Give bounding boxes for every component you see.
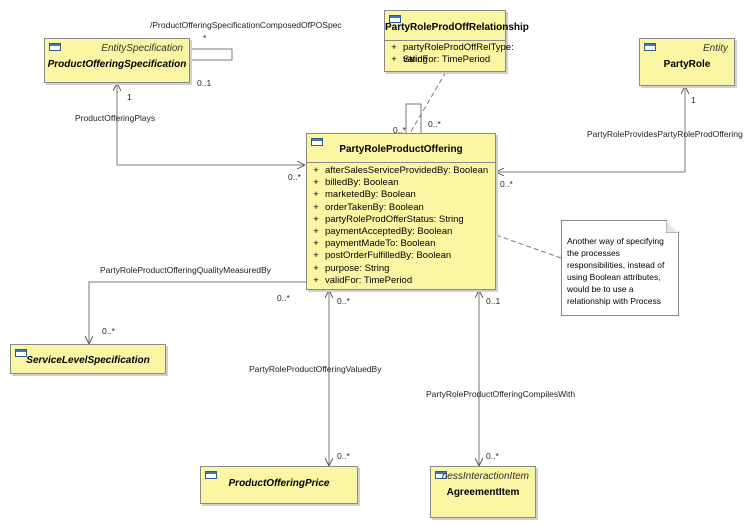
class-icon	[389, 15, 401, 23]
multiplicity: 0..*	[288, 172, 301, 182]
attribute-text: validFor: TimePeriod	[403, 54, 491, 66]
multiplicity: 0..*	[337, 296, 350, 306]
attribute: + postOrderFulfilledBy: Boolean	[307, 250, 495, 262]
multiplicity: 0..*	[337, 451, 350, 461]
attribute: + purpose: String	[307, 263, 495, 275]
attribute-text: orderTakenBy: Boolean	[325, 201, 424, 213]
multiplicity: 0..*	[486, 451, 499, 461]
class-party-role[interactable]: Entity PartyRole	[639, 38, 735, 86]
class-name: PartyRole	[663, 59, 711, 70]
attribute-text: paymentMadeTo: Boolean	[325, 238, 436, 250]
visibility-marker: +	[313, 177, 319, 189]
multiplicity: *	[203, 33, 207, 43]
visibility-marker: +	[313, 165, 319, 176]
visibility-marker: +	[313, 213, 319, 225]
quality-association-label: PartyRoleProductOfferingQualityMeasuredB…	[100, 265, 271, 275]
class-icon	[435, 471, 447, 479]
attribute-text: postOrderFulfilledBy: Boolean	[325, 250, 452, 262]
attribute-text: paymentAcceptedBy: Boolean	[325, 225, 453, 237]
note-fold-icon	[666, 221, 678, 233]
note[interactable]: Another way of specifying the processes …	[561, 220, 679, 316]
multiplicity: 1	[691, 95, 696, 105]
valued-association-label: PartyRoleProductOfferingValuedBy	[249, 364, 382, 374]
provides-association	[496, 86, 685, 172]
attribute: + billedBy: Boolean	[307, 177, 495, 189]
attribute-text: validFor: TimePeriod	[325, 274, 413, 286]
multiplicity: 0..*	[277, 293, 290, 303]
attribute-text: billedBy: Boolean	[325, 177, 399, 189]
attribute: + validFor: TimePeriod	[385, 54, 505, 66]
class-agreement-item[interactable]: nessInteractionItem AgreementItem	[430, 466, 536, 518]
class-name: ProductOfferingSpecification	[47, 59, 187, 70]
attribute-separator	[307, 162, 495, 163]
visibility-marker: +	[313, 262, 319, 274]
multiplicity: 0..*	[393, 125, 406, 135]
visibility-marker: +	[313, 225, 319, 237]
attribute-list: + partyRoleProdOffRelType: String + validFo…	[385, 42, 514, 66]
attribute: + paymentMadeTo: Boolean	[307, 238, 495, 250]
attribute-text: afterSalesServiceProvidedBy: Boolean	[325, 165, 489, 176]
multiplicity: 0..*	[500, 179, 513, 189]
visibility-marker: +	[313, 250, 319, 262]
note-text: Another way of specifying the processes …	[567, 236, 665, 307]
class-icon	[49, 43, 61, 51]
class-icon	[205, 471, 217, 479]
attribute: + validFor: TimePeriod	[307, 275, 495, 287]
plays-association	[117, 83, 305, 165]
attribute-text: partyRoleProdOffRelType: String	[403, 42, 514, 66]
class-party-role-prod-off-relationship[interactable]: PartyRoleProdOffRelationship + partyRoleP…	[384, 10, 529, 72]
class-name: AgreementItem	[446, 487, 520, 498]
attribute: + partyRoleProdOffRelType: String	[385, 42, 514, 65]
composed-association-label: /ProductOfferingSpecificationComposedOfP…	[150, 20, 342, 30]
provides-association-label: PartyRoleProvidesPartyRoleProdOffering	[587, 129, 743, 139]
attribute-list: + afterSalesServiceProvidedBy: Boolean + bi…	[307, 165, 495, 287]
class-name: ProductOfferingPrice	[228, 478, 330, 489]
note-anchor-line	[495, 234, 562, 259]
attribute: + afterSalesServiceProvidedBy: Boolean	[307, 165, 495, 177]
compiles-association-label: PartyRoleProductOfferingCompilesWith	[426, 389, 576, 399]
visibility-marker: +	[313, 238, 319, 250]
class-stereotype: EntitySpecification	[101, 43, 183, 54]
class-stereotype: nessInteractionItem	[441, 471, 529, 482]
attribute: + partyRoleProdOfferStatus: String	[307, 214, 495, 226]
relationship-class-link	[409, 71, 447, 134]
visibility-marker: +	[313, 274, 319, 286]
visibility-marker: +	[313, 189, 319, 201]
class-name: PartyRoleProductOffering	[339, 144, 463, 155]
class-party-role-product-offering[interactable]: PartyRoleProductOffering + afterSalesServ…	[306, 133, 496, 290]
relationship-self-loop	[405, 103, 422, 133]
attribute-text: partyRoleProdOfferStatus: String	[325, 213, 464, 225]
multiplicity: 0..*	[102, 326, 115, 336]
class-name: ServiceLevelSpecification	[26, 355, 150, 366]
class-name: PartyRoleProdOffRelationship	[385, 22, 529, 33]
attribute-text: purpose: String	[325, 262, 390, 274]
class-product-offering-specification[interactable]: EntitySpecification ProductOfferingSpeci…	[44, 38, 190, 83]
attribute: + marketedBy: Boolean	[307, 189, 495, 201]
visibility-marker: +	[391, 54, 397, 66]
visibility-marker: +	[313, 201, 319, 213]
attribute-text: marketedBy: Boolean	[325, 189, 416, 201]
quality-association	[89, 282, 325, 344]
class-icon	[644, 43, 656, 51]
attribute: + orderTakenBy: Boolean	[307, 202, 495, 214]
attribute: + paymentAcceptedBy: Boolean	[307, 226, 495, 238]
multiplicity: 0..*	[428, 119, 441, 129]
multiplicity: 0..1	[486, 296, 501, 306]
composed-self-association	[190, 48, 233, 61]
multiplicity: 1	[127, 92, 132, 102]
multiplicity: 0..1	[197, 78, 212, 88]
visibility-marker: +	[391, 42, 397, 53]
class-icon	[15, 349, 27, 357]
class-stereotype: Entity	[702, 43, 728, 54]
class-product-offering-price[interactable]: ProductOfferingPrice	[200, 466, 358, 504]
class-icon	[311, 138, 323, 146]
attribute-separator	[385, 40, 505, 41]
plays-association-label: ProductOfferingPlays	[75, 113, 156, 123]
class-service-level-specification[interactable]: ServiceLevelSpecification	[10, 344, 166, 374]
